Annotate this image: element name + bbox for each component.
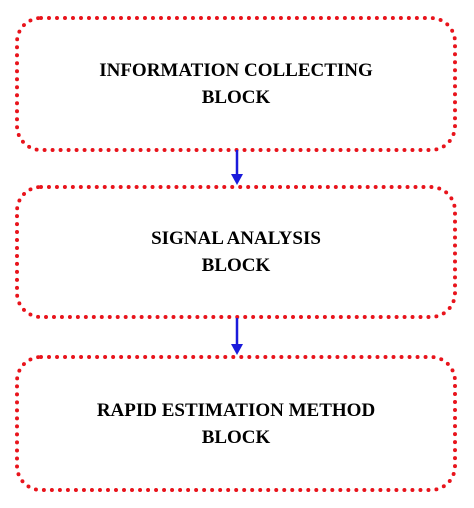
down-arrow-icon bbox=[231, 318, 243, 355]
block-label: RAPID ESTIMATION METHOD BLOCK bbox=[96, 399, 376, 448]
block-label: SIGNAL ANALYSIS BLOCK bbox=[151, 228, 321, 276]
information-collecting-block: INFORMATION COLLECTING BLOCK bbox=[15, 16, 457, 152]
block-label: INFORMATION COLLECTING BLOCK bbox=[99, 60, 373, 108]
signal-analysis-block: SIGNAL ANALYSIS BLOCK bbox=[15, 185, 457, 319]
down-arrow-icon bbox=[231, 150, 243, 185]
rapid-estimation-method-block: RAPID ESTIMATION METHOD BLOCK bbox=[15, 355, 457, 492]
